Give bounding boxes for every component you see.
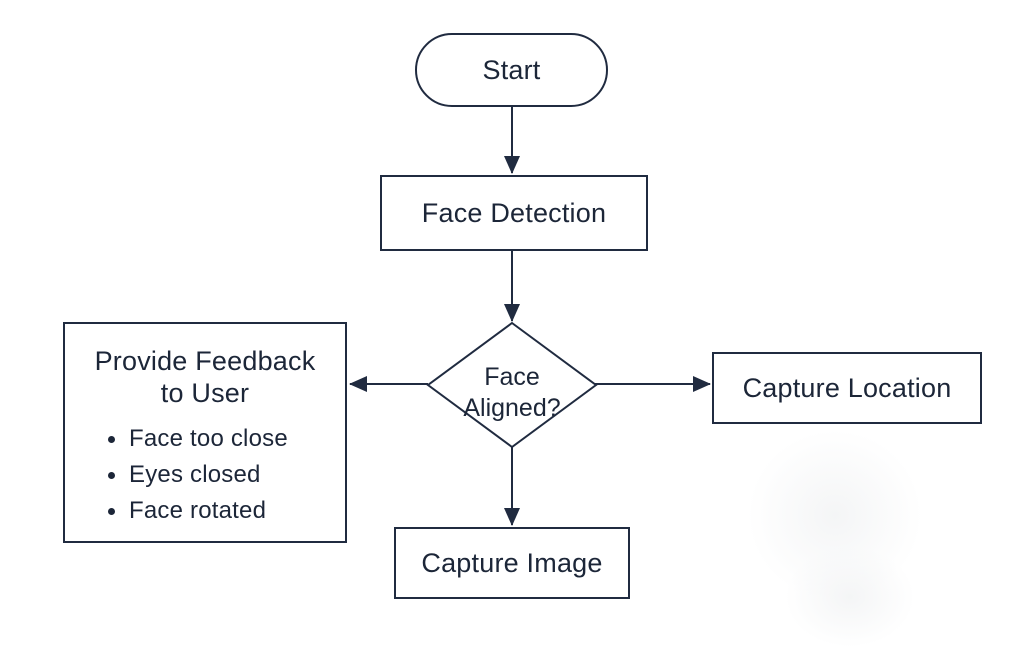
node-face-detection-label: Face Detection [421, 197, 607, 228]
feedback-title: Provide Feedback to User [65, 345, 345, 409]
feedback-item-label: Eyes closed [129, 461, 261, 488]
node-face-aligned-label: Face Aligned? [442, 362, 582, 424]
node-capture-image: Capture Image [394, 527, 630, 599]
bullet-dot-icon [108, 471, 115, 479]
flowchart-canvas: Start Face Detection Face Aligned? Provi… [63, 33, 982, 660]
feedback-title-line: to User [160, 378, 250, 408]
node-capture-location: Capture Location [712, 352, 982, 424]
feedback-item-label: Face rotated [129, 497, 267, 524]
node-face-detection: Face Detection [380, 175, 648, 251]
node-start: Start [415, 33, 608, 107]
decision-label-line: Face [484, 363, 540, 391]
feedback-list-item: Face too close [108, 426, 345, 452]
feedback-item-label: Face too close [129, 425, 288, 452]
connector-layer [349, 107, 711, 526]
feedback-list: Face too close Eyes closed Face rotated [108, 426, 345, 524]
node-capture-image-label: Capture Image [421, 547, 603, 578]
feedback-list-item: Eyes closed [108, 462, 345, 488]
feedback-list-item: Face rotated [108, 498, 345, 524]
node-capture-location-label: Capture Location [742, 372, 952, 403]
node-start-label: Start [482, 54, 541, 85]
bullet-dot-icon [108, 507, 115, 515]
feedback-title-line: Provide Feedback [94, 346, 316, 376]
decision-diamond-shape [426, 321, 598, 449]
decision-label-line: Aligned? [463, 394, 561, 422]
node-provide-feedback: Provide Feedback to User Face too close … [63, 322, 347, 543]
bullet-dot-icon [108, 435, 115, 443]
